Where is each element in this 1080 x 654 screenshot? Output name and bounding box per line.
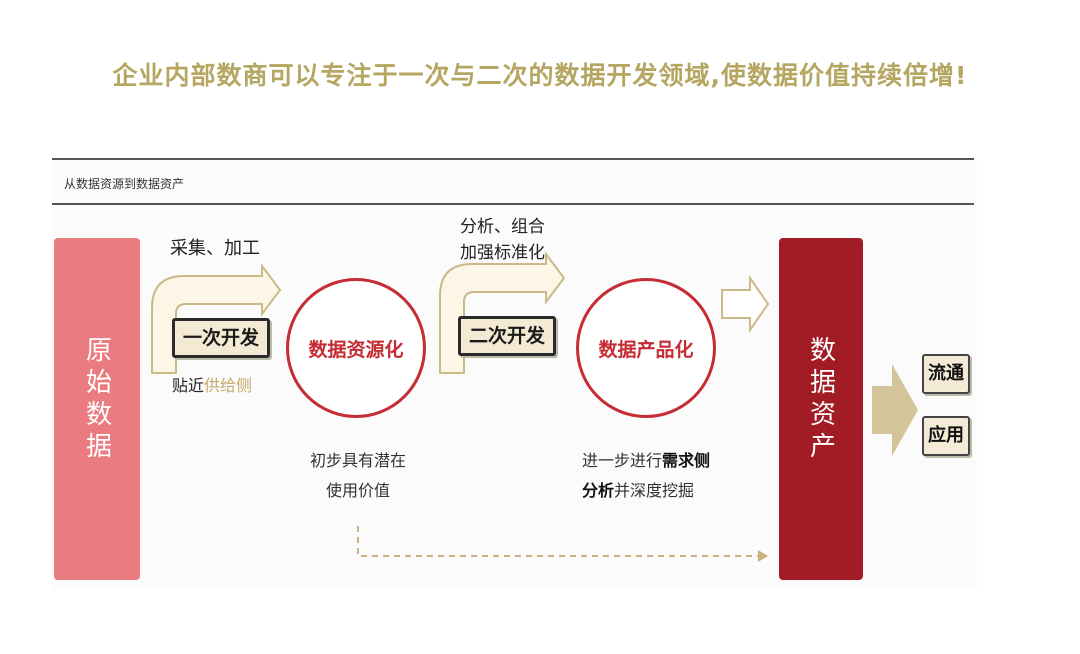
top-rule bbox=[52, 158, 974, 160]
headline: 企业内部数商可以专注于一次与二次的数据开发领域,使数据价值持续倍增! bbox=[112, 61, 968, 90]
step2-label: 分析、组合 加强标准化 bbox=[460, 217, 545, 263]
diagram-arrows bbox=[151, 251, 918, 562]
raw-data-block: 原始数据 bbox=[54, 238, 140, 580]
raw-data-label: 原始数据 bbox=[81, 336, 112, 464]
diagram-title: 从数据资源到数据资产 bbox=[64, 177, 185, 191]
output-arrow bbox=[872, 364, 918, 456]
resource-note: 初步具有潜在 使用价值 bbox=[310, 451, 407, 500]
data-product-label: 数据产品化 bbox=[598, 338, 694, 361]
title-rule bbox=[52, 203, 974, 205]
data-resource-label: 数据资源化 bbox=[308, 338, 404, 361]
dashed-feedback-arrow bbox=[357, 526, 764, 557]
circulation-box: 流通 bbox=[922, 354, 970, 394]
primary-dev-box: 一次开发 bbox=[172, 318, 271, 358]
curved-arrow-1 bbox=[151, 263, 282, 374]
outline-arrow bbox=[721, 274, 770, 334]
data-asset-block: 数据资产 bbox=[779, 238, 863, 580]
data-resource-circle: 数据资源化 bbox=[286, 278, 426, 418]
supply-side-note: 贴近供给侧 bbox=[172, 376, 253, 395]
curved-arrow-2 bbox=[439, 251, 566, 374]
step1-label: 采集、加工 bbox=[170, 238, 260, 259]
product-note: 进一步进行需求侧 分析并深度挖掘 bbox=[582, 451, 711, 500]
application-box: 应用 bbox=[922, 416, 970, 456]
data-asset-diagram: 从数据资源到数据资产 原始数据 采集、加工 一次开发 贴近供给侧 数据资源化 初… bbox=[52, 158, 977, 588]
data-product-circle: 数据产品化 bbox=[576, 278, 716, 418]
data-asset-label: 数据资产 bbox=[805, 336, 836, 464]
secondary-dev-box: 二次开发 bbox=[458, 316, 557, 356]
